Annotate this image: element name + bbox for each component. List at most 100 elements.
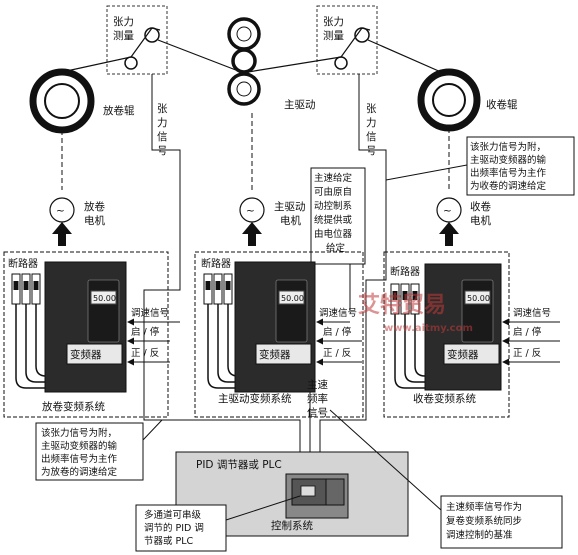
rewind-note-leader xyxy=(385,164,468,181)
main-drive-panel: 断路器 50.00 变频器 调速信号 启 / 停 正 / 反 主驱动变频系统 xyxy=(194,251,364,418)
unwind-motor: ~ xyxy=(49,197,75,246)
pid-note-leader xyxy=(225,495,301,521)
rewind-system-title: 收卷变频系统 xyxy=(413,392,476,405)
rewind-breaker-label: 断路器 xyxy=(390,265,420,278)
unwind-roll xyxy=(29,68,95,134)
tension-unit-left-line2: 测量 xyxy=(113,29,134,42)
main-drive-label: 主驱动 xyxy=(284,99,316,111)
svg-text:为收卷的调速给定: 为收卷的调速给定 xyxy=(470,180,547,192)
rewind-motor: ~ xyxy=(436,197,462,246)
svg-text:调节的 PID 调: 调节的 PID 调 xyxy=(144,522,204,534)
svg-text:该张力信号为附，: 该张力信号为附， xyxy=(470,141,546,153)
svg-text:力: 力 xyxy=(366,116,377,129)
svg-text:张: 张 xyxy=(366,103,377,115)
control-system-label: 控制系统 xyxy=(271,519,313,532)
sync-note-box: 主速频率信号作为 复卷变频系统同步 调速控制的基准 xyxy=(440,495,563,549)
main-system-title: 主驱动变频系统 xyxy=(218,392,292,405)
main-start-stop: 启 / 停 xyxy=(323,326,352,338)
pid-note-box: 多通道可串级 调节的 PID 调 节器或 PLC xyxy=(135,504,227,552)
svg-text:张: 张 xyxy=(157,103,168,115)
svg-text:出频率信号为主作: 出频率信号为主作 xyxy=(470,167,547,179)
rewind-roll xyxy=(417,68,481,132)
unwind-motor-line1: 放卷 xyxy=(84,200,105,213)
svg-text:号: 号 xyxy=(157,145,168,157)
unwind-motor-line2: 电机 xyxy=(84,214,105,227)
tension-signal-left-label: 张 力 信 号 xyxy=(157,103,168,157)
svg-text:50.00: 50.00 xyxy=(467,294,490,303)
main-drive-rolls xyxy=(227,17,261,106)
rewind-drive-panel: 断路器 50.00 变频器 调速信号 启 / 停 正 / 反 收卷变频系统 xyxy=(383,251,551,418)
svg-text:主速给定: 主速给定 xyxy=(314,172,353,184)
svg-text:调速控制的基准: 调速控制的基准 xyxy=(446,529,513,541)
svg-text:50.00: 50.00 xyxy=(93,294,116,303)
tension-roller-lower-right xyxy=(334,56,348,70)
unwind-system-title: 放卷变频系统 xyxy=(42,400,105,413)
tension-unit-right: 张力 测量 xyxy=(316,5,378,75)
svg-text:给定: 给定 xyxy=(326,242,346,254)
web-path xyxy=(61,27,451,77)
svg-text:统提供或: 统提供或 xyxy=(314,214,353,226)
svg-text:多通道可串级: 多通道可串级 xyxy=(144,509,202,521)
main-speed-signal: 调速信号 xyxy=(319,307,357,319)
main-speed-source-note: 主速给定 可由原自 动控制系 统提供或 由电位器 给定 xyxy=(310,167,366,265)
svg-text:号: 号 xyxy=(366,145,377,157)
rewind-motor-line2: 电机 xyxy=(470,214,491,227)
main-fwd-rev: 正 / 反 xyxy=(323,348,351,359)
rewind-fwd-rev: 正 / 反 xyxy=(513,348,541,359)
svg-text:信: 信 xyxy=(366,131,377,143)
svg-text:主驱动变频器的输: 主驱动变频器的输 xyxy=(41,440,118,452)
svg-text:50.00: 50.00 xyxy=(281,294,304,303)
rewind-start-stop: 启 / 停 xyxy=(513,326,542,338)
unwind-breaker-label: 断路器 xyxy=(8,257,38,270)
main-motor-line1: 主驱动 xyxy=(274,201,306,213)
main-breaker-label: 断路器 xyxy=(201,257,231,270)
svg-text:~: ~ xyxy=(246,205,255,217)
svg-text:动控制系: 动控制系 xyxy=(314,200,352,212)
rewind-note-box: 该张力信号为附， 主驱动变频器的输 出频率信号为主作 为收卷的调速给定 xyxy=(466,136,575,196)
unwind-start-stop: 启 / 停 xyxy=(131,326,160,338)
svg-text:信: 信 xyxy=(157,131,168,143)
tension-signal-wires xyxy=(143,74,387,468)
svg-text:为放卷的调速给定: 为放卷的调速给定 xyxy=(41,466,118,478)
svg-text:频率: 频率 xyxy=(307,392,328,405)
main-inverter-label: 变频器 xyxy=(259,348,291,361)
svg-text:复卷变频系统同步: 复卷变频系统同步 xyxy=(446,515,522,527)
svg-text:节器或 PLC: 节器或 PLC xyxy=(144,535,194,547)
unwind-speed-signal: 调速信号 xyxy=(131,307,169,319)
control-input-arrows xyxy=(127,318,560,469)
svg-text:由电位器: 由电位器 xyxy=(314,228,353,240)
unwind-note-leader xyxy=(142,419,163,441)
rewind-speed-signal: 调速信号 xyxy=(513,307,551,319)
unwind-roll-label: 放卷辊 xyxy=(103,104,135,117)
tension-unit-left: 张力 测量 xyxy=(106,5,168,75)
unwind-fwd-rev: 正 / 反 xyxy=(131,348,159,359)
tension-unit-right-line2: 测量 xyxy=(323,29,344,42)
tension-roller-lower-left xyxy=(124,56,138,70)
svg-text:主速: 主速 xyxy=(307,379,328,391)
unwind-drive-panel: 断路器 50.00 变频器 调速信号 启 / 停 正 / 反 放卷变频系统 xyxy=(3,251,169,418)
tension-unit-right-line1: 张力 xyxy=(323,15,344,28)
main-freq-signal-label: 主速 频率 信号 xyxy=(307,379,328,419)
svg-text:力: 力 xyxy=(157,116,168,129)
svg-text:主驱动变频器的输: 主驱动变频器的输 xyxy=(470,154,547,166)
rewind-motor-line1: 收卷 xyxy=(470,200,491,213)
control-title: PID 调节器或 PLC xyxy=(196,459,282,471)
sync-note-leader xyxy=(329,409,442,511)
rewind-roll-label: 收卷辊 xyxy=(486,98,518,111)
watermark-brand: 艾特贸易 xyxy=(358,292,446,318)
roll-shafts xyxy=(61,113,450,190)
svg-text:出频率信号为主作: 出频率信号为主作 xyxy=(41,453,118,465)
svg-text:可由原自: 可由原自 xyxy=(314,186,352,198)
svg-text:主速频率信号作为: 主速频率信号作为 xyxy=(446,501,522,513)
svg-text:信号: 信号 xyxy=(307,407,328,419)
svg-text:~: ~ xyxy=(443,205,452,217)
rewind-inverter-label: 变频器 xyxy=(447,348,479,361)
tension-unit-left-line1: 张力 xyxy=(113,15,134,28)
unwind-inverter-label: 变频器 xyxy=(70,348,102,361)
svg-text:~: ~ xyxy=(56,205,65,217)
tension-signal-right-label: 张 力 信 号 xyxy=(366,103,377,157)
main-motor: ~ xyxy=(239,197,265,246)
svg-text:该张力信号为附，: 该张力信号为附， xyxy=(41,427,117,439)
main-motor-line2: 电机 xyxy=(280,214,301,227)
